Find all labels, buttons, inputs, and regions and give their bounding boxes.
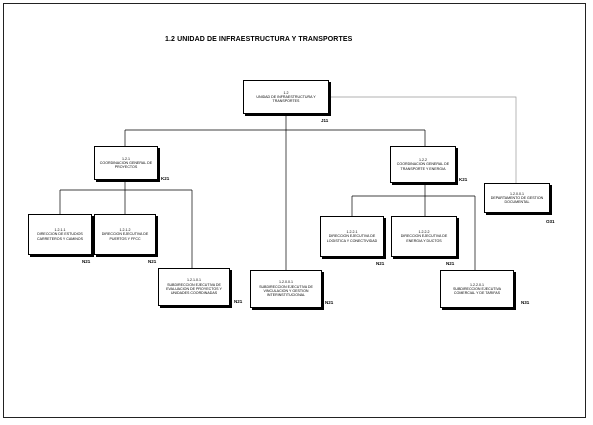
node-name: SUBDIRECCION EJECUTIVA DE VINCULACION Y … xyxy=(259,284,313,298)
org-node-subdireccion-evaluacion: 1.2.1.0.1 SUBDIRECCION EJECUTIVA DE EVAL… xyxy=(158,268,230,306)
node-level-code: N31 xyxy=(521,300,530,305)
org-node-coordinacion-transporte: 1.2.2 COORDINACION GENERAL DE TRANSPORTE… xyxy=(390,146,456,183)
node-level-code: N21 xyxy=(148,259,157,264)
node-name: DIRECCION DE ESTUDIOS CARRETEROS Y CAMIN… xyxy=(37,232,83,241)
node-level-code: N21 xyxy=(325,300,334,305)
org-node-direccion-puertos: 1.2.1.2 DIRECCION EJECUTIVA DE PUERTOS Y… xyxy=(94,214,156,255)
node-name: COORDINACION GENERAL DE PROYECTOS xyxy=(99,160,153,170)
node-level-code: N21 xyxy=(446,261,455,266)
node-number: 1.2.0.0.1 xyxy=(510,191,524,196)
org-node-direccion-logistica: 1.2.2.1 DIRECCION EJECUTIVA DE LOGISTICA… xyxy=(320,216,384,257)
connector-line xyxy=(330,96,517,183)
org-node-unidad-infraestructura: 1.2 UNIDAD DE INFRAESTRUCTURA Y TRANSPOR… xyxy=(243,80,329,114)
node-name: DEPARTAMENTO DE GESTION DOCUMENTAL xyxy=(490,195,544,205)
org-node-direccion-energia: 1.2.2.2 DIRECCION EJECUTIVA DE ENERGIA Y… xyxy=(391,216,457,257)
org-node-direccion-carreteras: 1.2.1.1 DIRECCION DE ESTUDIOS CARRETEROS… xyxy=(28,214,92,255)
org-node-departamento-gestion: 1.2.0.0.1 DEPARTAMENTO DE GESTION DOCUME… xyxy=(484,183,550,213)
node-number: 1.2.1 xyxy=(122,156,130,161)
chart-title: 1.2 UNIDAD DE INFRAESTRUCTURA Y TRANSPOR… xyxy=(165,36,353,43)
node-name: DIRECCION EJECUTIVA DE PUERTOS Y FFCC xyxy=(101,232,149,241)
node-level-code: J11 xyxy=(321,118,329,123)
node-level-code: N21 xyxy=(376,261,385,266)
node-level-code: K21 xyxy=(161,176,170,181)
node-name: SUBDIRECCION EJECUTIVA DE EVALUACION DE … xyxy=(166,282,222,296)
node-number: 1.2.0.0.1 xyxy=(279,280,293,285)
node-level-code: N21 xyxy=(234,299,243,304)
node-name: COORDINACION GENERAL DE TRANSPORTE Y ENE… xyxy=(396,162,450,171)
page-frame xyxy=(3,3,586,418)
node-name: DIRECCION EJECUTIVA DE LOGISTICA Y CONEC… xyxy=(326,234,378,243)
node-name: UNIDAD DE INFRAESTRUCTURA Y TRANSPORTES xyxy=(256,94,316,104)
node-number: 1.2.2.1 xyxy=(346,230,358,235)
node-number: 1.2.2 xyxy=(419,158,427,163)
node-level-code: O31 xyxy=(546,219,555,224)
node-name: SUBDIRECCION EJECUTIVA COMERCIAL Y DE TA… xyxy=(452,286,502,296)
node-number: 1.2.1.2 xyxy=(119,228,131,233)
org-node-subdireccion-comercial: 1.2.2.0.1 SUBDIRECCION EJECUTIVA COMERCI… xyxy=(440,270,514,308)
node-level-code: K21 xyxy=(459,177,468,182)
node-number: 1.2.2.0.1 xyxy=(470,282,484,287)
node-number: 1.2 xyxy=(283,90,289,95)
node-number: 1.2.2.2 xyxy=(418,230,430,235)
node-name: DIRECCION EJECUTIVA DE ENERGIA Y DUCTOS xyxy=(400,234,448,243)
node-number: 1.2.1.1 xyxy=(54,228,66,233)
org-node-subdireccion-vinculacion: 1.2.0.0.1 SUBDIRECCION EJECUTIVA DE VINC… xyxy=(250,270,322,308)
node-number: 1.2.1.0.1 xyxy=(187,278,201,283)
org-node-coordinacion-proyectos: 1.2.1 COORDINACION GENERAL DE PROYECTOS xyxy=(94,146,158,180)
node-level-code: N21 xyxy=(82,259,91,264)
